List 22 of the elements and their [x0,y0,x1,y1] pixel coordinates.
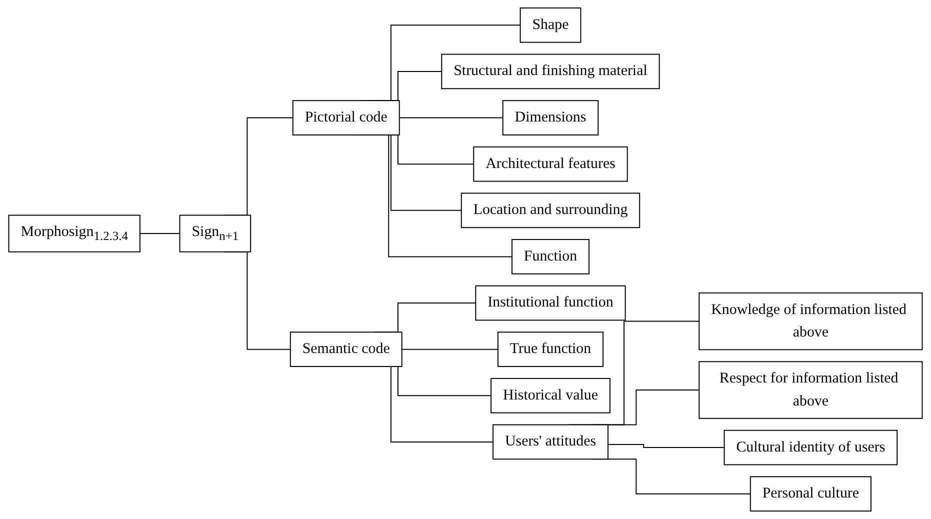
node-box: Sign$_{n+1}$ [179,214,252,252]
node-box: Dimensions [502,100,599,136]
node-box: Historical value [490,378,610,414]
connector [607,444,725,448]
node-box: Knowledge of information listed above [698,292,923,350]
node-box: True function [497,332,604,367]
connector [398,117,504,118]
node-box: Location and surrounding [460,192,640,228]
node-box: Morphosign$_{1.2.3.4}$ [8,214,140,252]
node-box: Architectural features [473,146,628,182]
node-box: Respect for information listed above [698,361,923,419]
node-box: Cultural identity of users [724,430,898,466]
node-box: Shape [520,7,582,43]
node-box: Structural and finishing material [441,54,660,90]
node-box: Semantic code [290,332,402,367]
node-box: Users' attitudes [492,424,608,460]
node-box: Institutional function [475,285,626,321]
connector [401,348,498,350]
node-box: Personal culture [750,476,872,512]
node-box: Pictorial code [292,100,400,136]
connector [139,233,180,234]
node-box: Function [511,239,590,274]
